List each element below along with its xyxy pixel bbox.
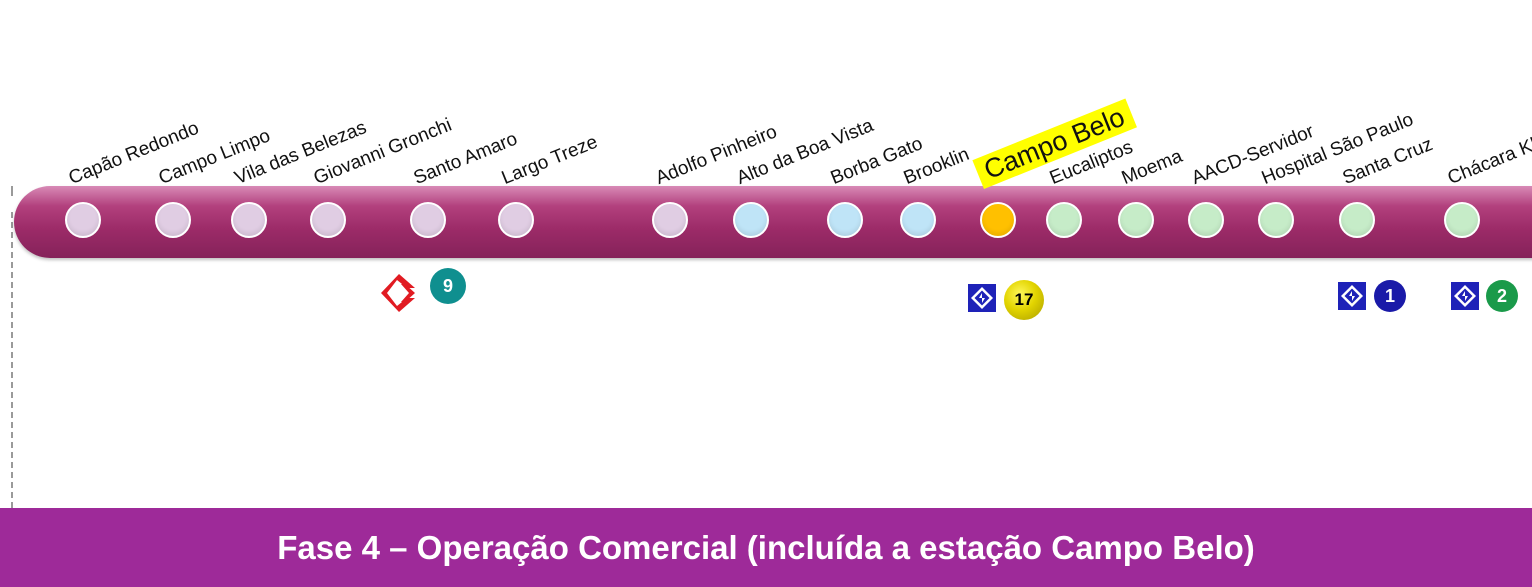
left-edge-dashed-line: [11, 212, 13, 508]
station-capao-redondo[interactable]: [65, 202, 101, 238]
metro-logo-icon: [1451, 282, 1479, 310]
station-largo-treze[interactable]: [498, 202, 534, 238]
line-1-badge: 1: [1374, 280, 1406, 312]
line-2-badge: 2: [1486, 280, 1518, 312]
cptm-logo-icon: [381, 274, 415, 312]
metro-logo-icon: [968, 284, 996, 312]
station-hospital-sao-paulo[interactable]: [1258, 202, 1294, 238]
line-17-badge: 17: [1004, 280, 1044, 320]
station-alto-da-boa-vista[interactable]: [733, 202, 769, 238]
station-vila-das-belezas[interactable]: [231, 202, 267, 238]
station-aacd-servidor[interactable]: [1188, 202, 1224, 238]
phase-title: Fase 4 – Operação Comercial (incluída a …: [277, 529, 1255, 566]
station-label-chacara-klabin: Chácara Klabin: [1444, 120, 1532, 190]
station-adolfo-pinheiro[interactable]: [652, 202, 688, 238]
cptm-line-badge: 9: [430, 268, 466, 304]
station-santo-amaro[interactable]: [410, 202, 446, 238]
left-edge-tick: [11, 186, 13, 196]
station-brooklin[interactable]: [900, 202, 936, 238]
station-eucaliptos[interactable]: [1046, 202, 1082, 238]
station-giovanni-gronchi[interactable]: [310, 202, 346, 238]
station-santa-cruz[interactable]: [1339, 202, 1375, 238]
station-campo-belo[interactable]: [980, 202, 1016, 238]
metro-logo-icon: [1338, 282, 1366, 310]
station-chacara-klabin[interactable]: [1444, 202, 1480, 238]
phase-footer-banner: Fase 4 – Operação Comercial (incluída a …: [0, 508, 1532, 587]
station-borba-gato[interactable]: [827, 202, 863, 238]
station-campo-limpo[interactable]: [155, 202, 191, 238]
station-moema[interactable]: [1118, 202, 1154, 238]
